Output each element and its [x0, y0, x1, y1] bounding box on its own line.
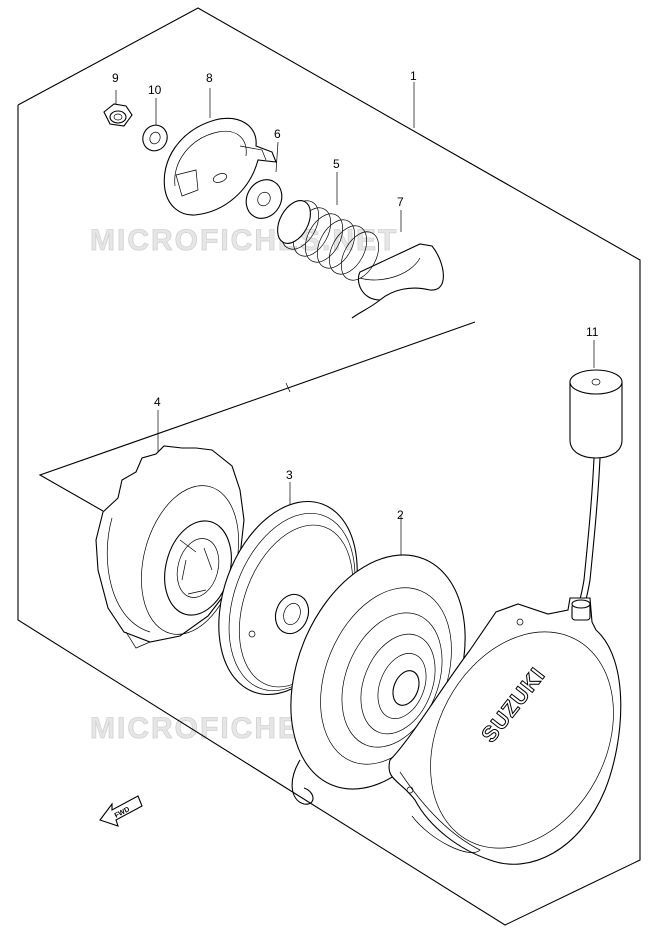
callout-8: 8: [206, 71, 213, 85]
part-7-spring-clip: [351, 210, 444, 319]
part-10-washer: [142, 98, 168, 152]
part-11-handle-rope: [569, 340, 623, 607]
callout-7: 7: [397, 195, 404, 209]
callout-11: 11: [586, 325, 599, 339]
part-9-flange-nut: [103, 90, 133, 127]
starter-cover: SUZUKI: [388, 597, 622, 865]
watermark-top: MICROFICHES.NET: [90, 224, 398, 257]
callout-9: 9: [112, 71, 119, 85]
callout-5: 5: [333, 157, 340, 171]
part-8-friction-plate: [163, 88, 277, 216]
part-6-washer: [245, 141, 283, 219]
callout-3: 3: [286, 468, 293, 482]
part-4-ratchet-pulley: [95, 410, 245, 649]
callout-4: 4: [154, 395, 161, 409]
subgroup-tick: [285, 382, 291, 393]
callout-6: 6: [274, 127, 281, 141]
callout-1: 1: [410, 69, 417, 83]
part-5-spring: [277, 172, 380, 281]
callout-2: 2: [397, 508, 404, 522]
callout-10: 10: [148, 83, 162, 97]
subgroup-frame: [38, 321, 476, 512]
assembly-frame: [17, 7, 641, 926]
fwd-direction-arrow: FWD: [99, 795, 143, 827]
